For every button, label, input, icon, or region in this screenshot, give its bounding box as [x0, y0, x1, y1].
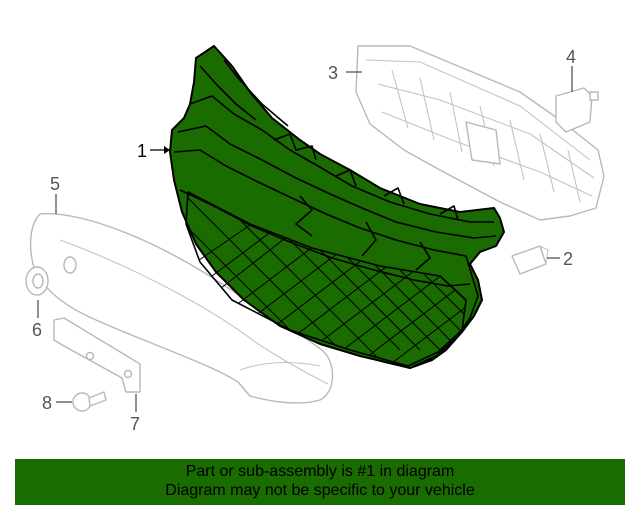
part-6-clip[interactable] — [25, 266, 49, 296]
diagram-notice-banner: Part or sub-assembly is #1 in diagram Di… — [15, 459, 625, 505]
callout-1: 1 — [137, 141, 147, 161]
callout-8: 8 — [42, 393, 52, 413]
part-4-sensor[interactable] — [555, 87, 599, 133]
part-8-screw[interactable] — [72, 391, 107, 412]
notice-line-part: Part or sub-assembly is #1 in diagram — [185, 463, 455, 480]
notice-line-disclaimer: Diagram may not be specific to your vehi… — [165, 482, 475, 499]
part-3-reinforcement[interactable] — [355, 45, 605, 221]
callout-4: 4 — [566, 47, 576, 67]
leader-lines — [37, 66, 573, 412]
callout-3: 3 — [328, 63, 338, 83]
part-1-grille[interactable] — [120, 45, 580, 440]
part-7-bracket[interactable] — [53, 317, 141, 393]
callout-7: 7 — [130, 414, 140, 434]
part-5-bumper-panel[interactable] — [29, 212, 334, 404]
parts-diagram: 1 2 3 4 5 6 7 8 — [25, 45, 605, 440]
part-2-insert[interactable] — [511, 245, 549, 275]
callout-6: 6 — [32, 320, 42, 340]
callout-2: 2 — [563, 249, 573, 269]
callout-5: 5 — [50, 174, 60, 194]
